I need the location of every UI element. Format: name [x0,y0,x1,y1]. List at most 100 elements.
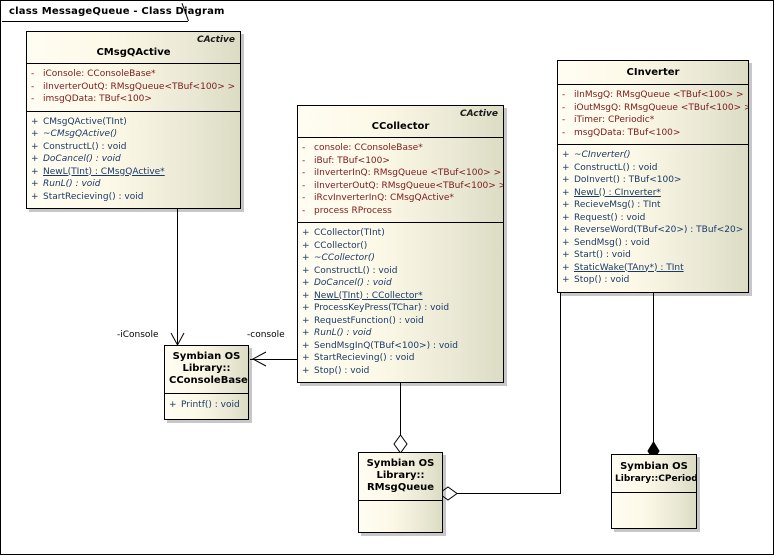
operations-compartment-cperiodic [612,493,696,528]
operation-row: + ProcessKeyPress(TChar) : void [302,302,499,315]
attribute-text: iOutMsgQ: RMsgQueue <TBuf<100> > [574,102,749,113]
operation-row: + Request() : void [562,212,744,225]
class-header-cmsgqactive: CActive CMsgQActive [27,32,240,64]
attribute-text: imsgQData: TBuf<100> [43,94,152,104]
class-box-cperiodic[interactable]: Symbian OS Library::CPeriodic [611,454,697,529]
class-stereotype-ccollector: CActive [460,109,498,119]
aggregation-diamond-cinverter-rmsgqueue [438,486,458,501]
attribute-row: - iRcvInverterInQ: CMsgQActive* [302,192,499,205]
visibility-marker: + [302,253,310,263]
operation-text: RecieveMsg() : TInt [574,200,661,210]
attribute-text: iConsole: CConsoleBase* [43,69,156,79]
class-name-cperiodic-line1: Symbian OS [620,461,688,472]
visibility-marker: + [302,328,310,338]
class-header-cconsolebase: Symbian OS Library:: CConsoleBase [165,346,248,394]
class-stereotype-cmsgqactive: CActive [197,35,235,45]
operation-text: SendMsg() : void [574,237,650,248]
class-name-cinverter: CInverter [626,67,680,78]
visibility-marker: + [302,290,310,301]
attributes-compartment-ccollector: - console: CConsoleBase* - iBuf: TBuf<10… [298,138,503,222]
visibility-marker: + [31,154,39,164]
operation-text: Printf() : void [181,400,240,410]
operation-text: ProcessKeyPress(TChar) : void [314,303,450,313]
connector-cinverter-cperiodic [653,280,654,450]
operation-row: + RunL() : void [302,327,499,340]
operation-text: ConstructL() : void [43,141,127,152]
connector-cinverter-rmsgqueue-horizontal [453,493,561,494]
operation-row: + DoCancel() : void [31,153,236,166]
operation-text: DoCancel() : void [43,154,121,164]
class-name-cconsolebase-line2: Library:: [182,363,231,374]
visibility-marker: + [302,265,310,276]
operations-compartment-rmsgqueue [359,501,442,532]
visibility-marker: - [302,205,306,216]
class-box-cmsgqactive[interactable]: CActive CMsgQActive - iConsole: CConsole… [26,31,241,209]
diagram-title-tab[interactable]: class MessageQueue - Class Diagram [2,2,224,21]
visibility-marker: + [302,303,310,313]
visibility-marker: + [562,162,570,173]
visibility-marker: + [31,166,39,177]
operation-row: + StartRecieving() : void [31,191,236,204]
visibility-marker: - [562,90,566,100]
attribute-text: iInverterOutQ: RMsgQueue<TBuf<100> > [43,81,236,92]
attribute-text: process RProcess [314,205,392,216]
visibility-marker: + [302,240,310,251]
operation-text: ConstructL() : void [314,265,398,276]
operation-row: + RequestFunction() : void [302,315,499,328]
visibility-marker: + [562,275,570,285]
operation-row: + RunL() : void [31,178,236,191]
operation-text: ReverseWord(TBuf<20>) : TBuf<20> [574,225,744,235]
attribute-row: - console: CConsoleBase* [302,142,499,155]
attribute-text: iInverterOutQ: RMsgQueue<TBuf<100> > [314,180,504,191]
operation-text: DoInvert() : TBuf<100> [574,175,682,185]
operation-text: ~CInverter() [574,150,631,160]
visibility-marker: + [302,365,310,376]
operation-row: + ~CMsgQActive() [31,128,236,141]
attribute-text: console: CConsoleBase* [314,143,423,153]
operation-text: StaticWake(TAny*) : TInt [574,262,684,273]
class-name-ccollector: CCollector [371,121,430,132]
operation-row: + CCollector(TInt) [302,227,499,240]
visibility-marker: - [302,155,306,166]
class-name-rmsgqueue-line2: Library:: [376,470,425,481]
visibility-marker: + [31,129,39,139]
attribute-row: - process RProcess [302,205,499,218]
operation-text: NewL(TInt) : CCollector* [314,290,423,301]
visibility-marker: + [562,150,570,160]
class-box-rmsgqueue[interactable]: Symbian OS Library:: RMsgQueue [358,452,443,533]
class-box-cconsolebase[interactable]: Symbian OS Library:: CConsoleBase + Prin… [164,345,249,420]
visibility-marker: + [31,141,39,152]
visibility-marker: - [562,127,566,138]
operation-row: + ReverseWord(TBuf<20>) : TBuf<20> [562,224,744,237]
connector-label-iconsole: -iConsole [117,330,159,340]
visibility-marker: - [302,168,306,178]
attribute-row: - imsgQData: TBuf<100> [31,93,236,106]
visibility-marker: + [562,175,570,185]
attribute-row: - iInMsgQ: RMsgQueue <TBuf<100> > [562,89,744,102]
operations-compartment-cconsolebase: + Printf() : void [165,394,248,419]
attribute-text: iRcvInverterInQ: CMsgQActive* [314,193,454,203]
operation-row: + DoCancel() : void [302,277,499,290]
operation-text: Stop() : void [574,275,630,285]
class-box-cinverter[interactable]: CInverter - iInMsgQ: RMsgQueue <TBuf<100… [557,60,749,293]
operation-row: + NewL(TInt) : CCollector* [302,290,499,303]
operation-row: + RecieveMsg() : TInt [562,199,744,212]
operation-row: + Stop() : void [562,274,744,287]
class-name-rmsgqueue-line1: Symbian OS [366,458,435,469]
visibility-marker: - [562,102,566,113]
operation-text: ConstructL() : void [574,162,658,173]
operation-text: Stop() : void [314,365,370,376]
visibility-marker: + [302,315,310,326]
attribute-text: iTimer: CPeriodic* [574,115,655,125]
visibility-marker: + [31,116,39,127]
class-name-cperiodic-line2: Library::CPeriodic [615,474,696,484]
operation-row: + CMsgQActive(TInt) [31,116,236,129]
class-name-cconsolebase-line3: CConsoleBase [169,375,248,386]
operation-text: NewL(TInt) : CMsgQActive* [43,166,165,177]
operation-text: CCollector(TInt) [314,228,385,238]
class-box-ccollector[interactable]: CActive CCollector - console: CConsoleBa… [297,105,504,383]
diagram-title-label: class MessageQueue - Class Diagram [9,6,225,17]
visibility-marker: + [302,340,310,351]
visibility-marker: + [562,187,570,198]
